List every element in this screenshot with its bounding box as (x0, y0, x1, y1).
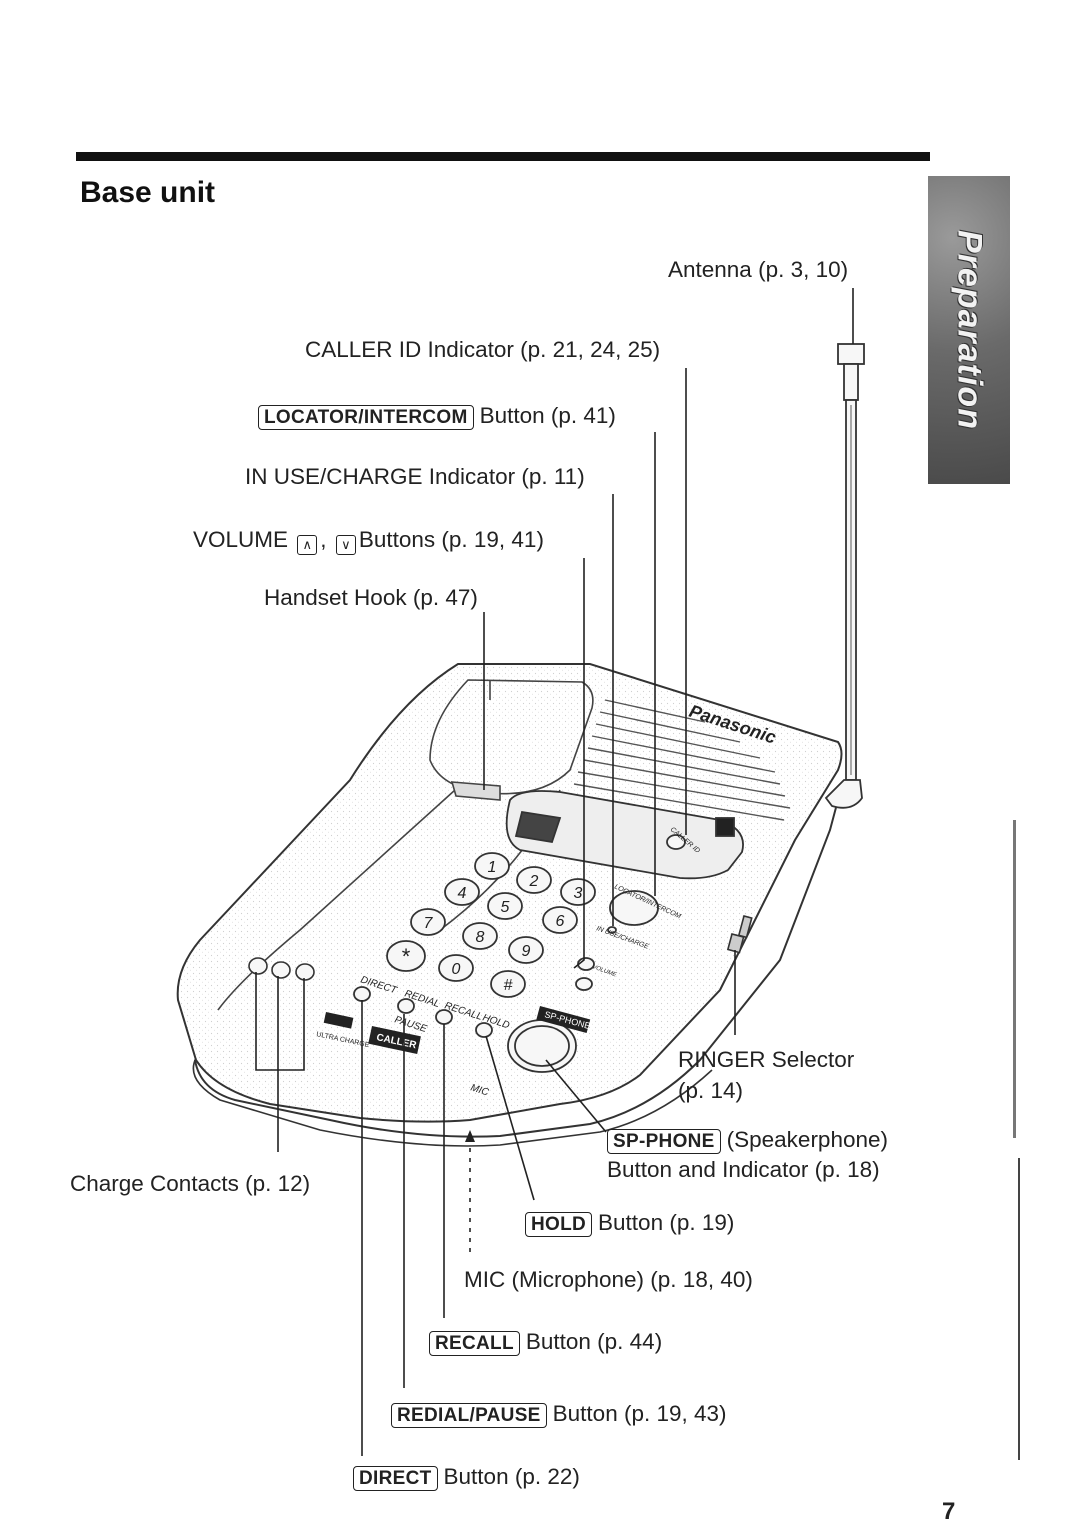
antenna (824, 343, 865, 809)
recall-text: Button (p. 44) (525, 1329, 663, 1354)
page-title: Base unit (80, 176, 216, 209)
key-2-label: 2 (529, 873, 539, 890)
key-3-label: 3 (574, 885, 583, 902)
volume-sep: , (320, 527, 327, 552)
section-tab (928, 176, 1010, 484)
volume-down-icon: ∨ (335, 535, 356, 555)
section-rule (76, 152, 930, 161)
margin-bar-lower (1018, 1158, 1020, 1460)
label-mic: MIC (Microphone) (p. 18, 40) (464, 1267, 753, 1292)
hold-button-shape (475, 1022, 493, 1038)
hold-key: HOLD (525, 1212, 593, 1237)
label-charge-contacts: Charge Contacts (p. 12) (70, 1171, 311, 1196)
redial-pause-key: REDIAL/PAUSE (391, 1403, 547, 1428)
spphone-button-shape (507, 1019, 577, 1073)
redial-button-shape (397, 998, 415, 1014)
sp-phone-key: SP-PHONE (607, 1129, 721, 1154)
label-in-use-charge: IN USE/CHARGE Indicator (p. 11) (245, 464, 585, 489)
sp-phone-text: (Speakerphone) (726, 1127, 888, 1152)
label-volume: VOLUME ∧, ∨Buttons (p. 19, 41) (193, 526, 544, 555)
locator-intercom-key: LOCATOR/INTERCOM (258, 405, 474, 430)
display-panel (505, 790, 744, 880)
volume-up-icon: ∧ (297, 535, 318, 555)
leader-charge (255, 972, 305, 1152)
label-sp-phone-line2: Button and Indicator (p. 18) (607, 1157, 880, 1182)
inuse-indicator-shape (607, 926, 617, 934)
recall-key: RECALL (429, 1331, 520, 1356)
leader-lines (255, 288, 854, 1456)
key-6-label: 6 (556, 913, 565, 930)
leader-volume (573, 558, 585, 969)
key-star-label: * (402, 944, 411, 969)
charge-contacts (248, 957, 315, 981)
keypad (386, 852, 596, 998)
label-ringer-line2: (p. 14) (678, 1078, 744, 1103)
label-antenna: Antenna (p. 3, 10) (668, 257, 849, 282)
locator-intercom-text: Button (p. 41) (479, 403, 616, 428)
label-ringer-line1: RINGER Selector (678, 1047, 855, 1072)
page-number: 7 (942, 1498, 956, 1525)
leader-hold (485, 1035, 535, 1201)
key-hash-label: # (504, 977, 514, 994)
volume-prefix: VOLUME (193, 527, 289, 552)
key-1-label: 1 (488, 859, 497, 876)
key-8-label: 8 (476, 929, 485, 946)
label-handset-hook: Handset Hook (p. 47) (264, 585, 478, 610)
callerid-indicator-shape (666, 834, 686, 850)
direct-button-shape (353, 986, 371, 1002)
label-callerid-indicator: CALLER ID Indicator (p. 21, 24, 25) (305, 337, 661, 362)
locator-button-shape (609, 890, 659, 926)
key-5-label: 5 (501, 899, 510, 916)
ringer-selector (726, 915, 753, 954)
volume-down-shape (575, 977, 593, 991)
leader-spphone (545, 1059, 607, 1133)
key-7-label: 7 (424, 915, 434, 932)
function-buttons (353, 834, 686, 1073)
key-9-label: 9 (522, 943, 531, 960)
volume-suffix: Buttons (p. 19, 41) (358, 527, 544, 552)
margin-bar-upper (1013, 820, 1016, 1138)
redial-pause-text: Button (p. 19, 43) (552, 1401, 727, 1426)
label-sp-phone: SP-PHONE(Speakerphone) (607, 1126, 888, 1154)
direct-text: Button (p. 22) (443, 1464, 580, 1489)
keypad-digits: 1 2 3 4 5 6 7 8 9 * 0 # (402, 859, 583, 994)
key-0-label: 0 (452, 961, 461, 978)
direct-key: DIRECT (353, 1466, 438, 1491)
hold-text: Button (p. 19) (598, 1210, 735, 1235)
key-4-label: 4 (458, 885, 467, 902)
